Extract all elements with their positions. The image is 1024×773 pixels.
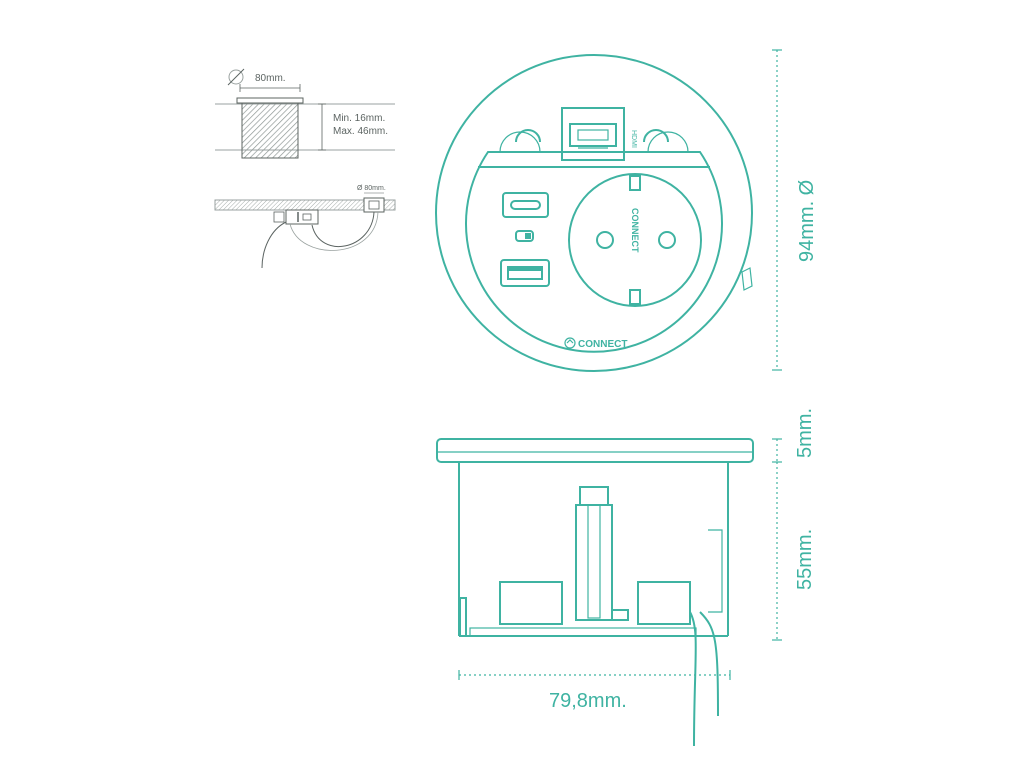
- diameter-94-label: 94mm. Ø: [796, 180, 818, 262]
- max-thickness-label: Max. 46mm.: [333, 126, 388, 137]
- small-diameter-label: 80mm.: [255, 73, 286, 84]
- usb-a-port-icon: [500, 259, 550, 287]
- install-diameter-label: Ø 80mm.: [357, 185, 386, 192]
- height-5-label: 5mm.: [794, 408, 816, 458]
- hdmi-label: HDMI: [630, 130, 637, 148]
- brand-logo-icon: [564, 337, 576, 349]
- diameter-symbol-icon: [227, 68, 245, 86]
- height-55-label: 55mm.: [794, 529, 816, 590]
- usb-c-port-icon: [502, 192, 549, 218]
- indicator-led-icon: [515, 230, 534, 242]
- side-view: 5mm. 55mm. 79,8mm.: [436, 408, 816, 747]
- min-thickness-label: Min. 16mm.: [333, 113, 385, 124]
- width-79-8-label: 79,8mm.: [549, 690, 627, 712]
- hdmi-port-icon: [561, 107, 625, 161]
- schuko-socket-icon: [568, 173, 702, 307]
- top-view: HDMI CONNECT: [435, 49, 818, 372]
- small-installation-view: Ø 80mm.: [214, 185, 396, 269]
- small-cross-section: 80mm. Min. 16mm. Max. 46mm.: [215, 68, 395, 159]
- socket-brand-label: CONNECT: [630, 208, 640, 253]
- brand-label: CONNECT: [578, 339, 627, 350]
